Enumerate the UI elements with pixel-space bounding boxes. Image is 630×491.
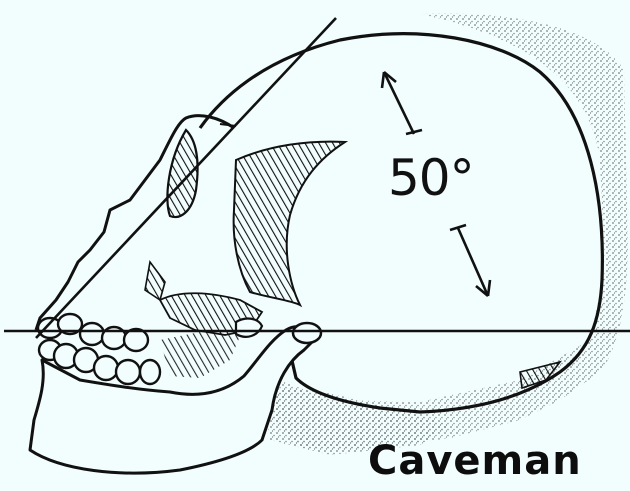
brow-tick <box>220 124 236 126</box>
eye-orbit <box>167 130 197 217</box>
angle-arrow-lower <box>450 225 490 296</box>
angle-arrow-upper <box>382 72 422 134</box>
temporal-fossa <box>234 142 345 305</box>
nasal-region <box>145 262 165 300</box>
mandible-condyle <box>293 323 321 343</box>
figure-caption: Caveman <box>368 438 582 484</box>
angle-label: 50° <box>388 150 474 206</box>
ramus-hatching <box>160 330 240 378</box>
zygomatic-arch <box>236 319 262 337</box>
stipple-shadow-back <box>272 13 628 450</box>
